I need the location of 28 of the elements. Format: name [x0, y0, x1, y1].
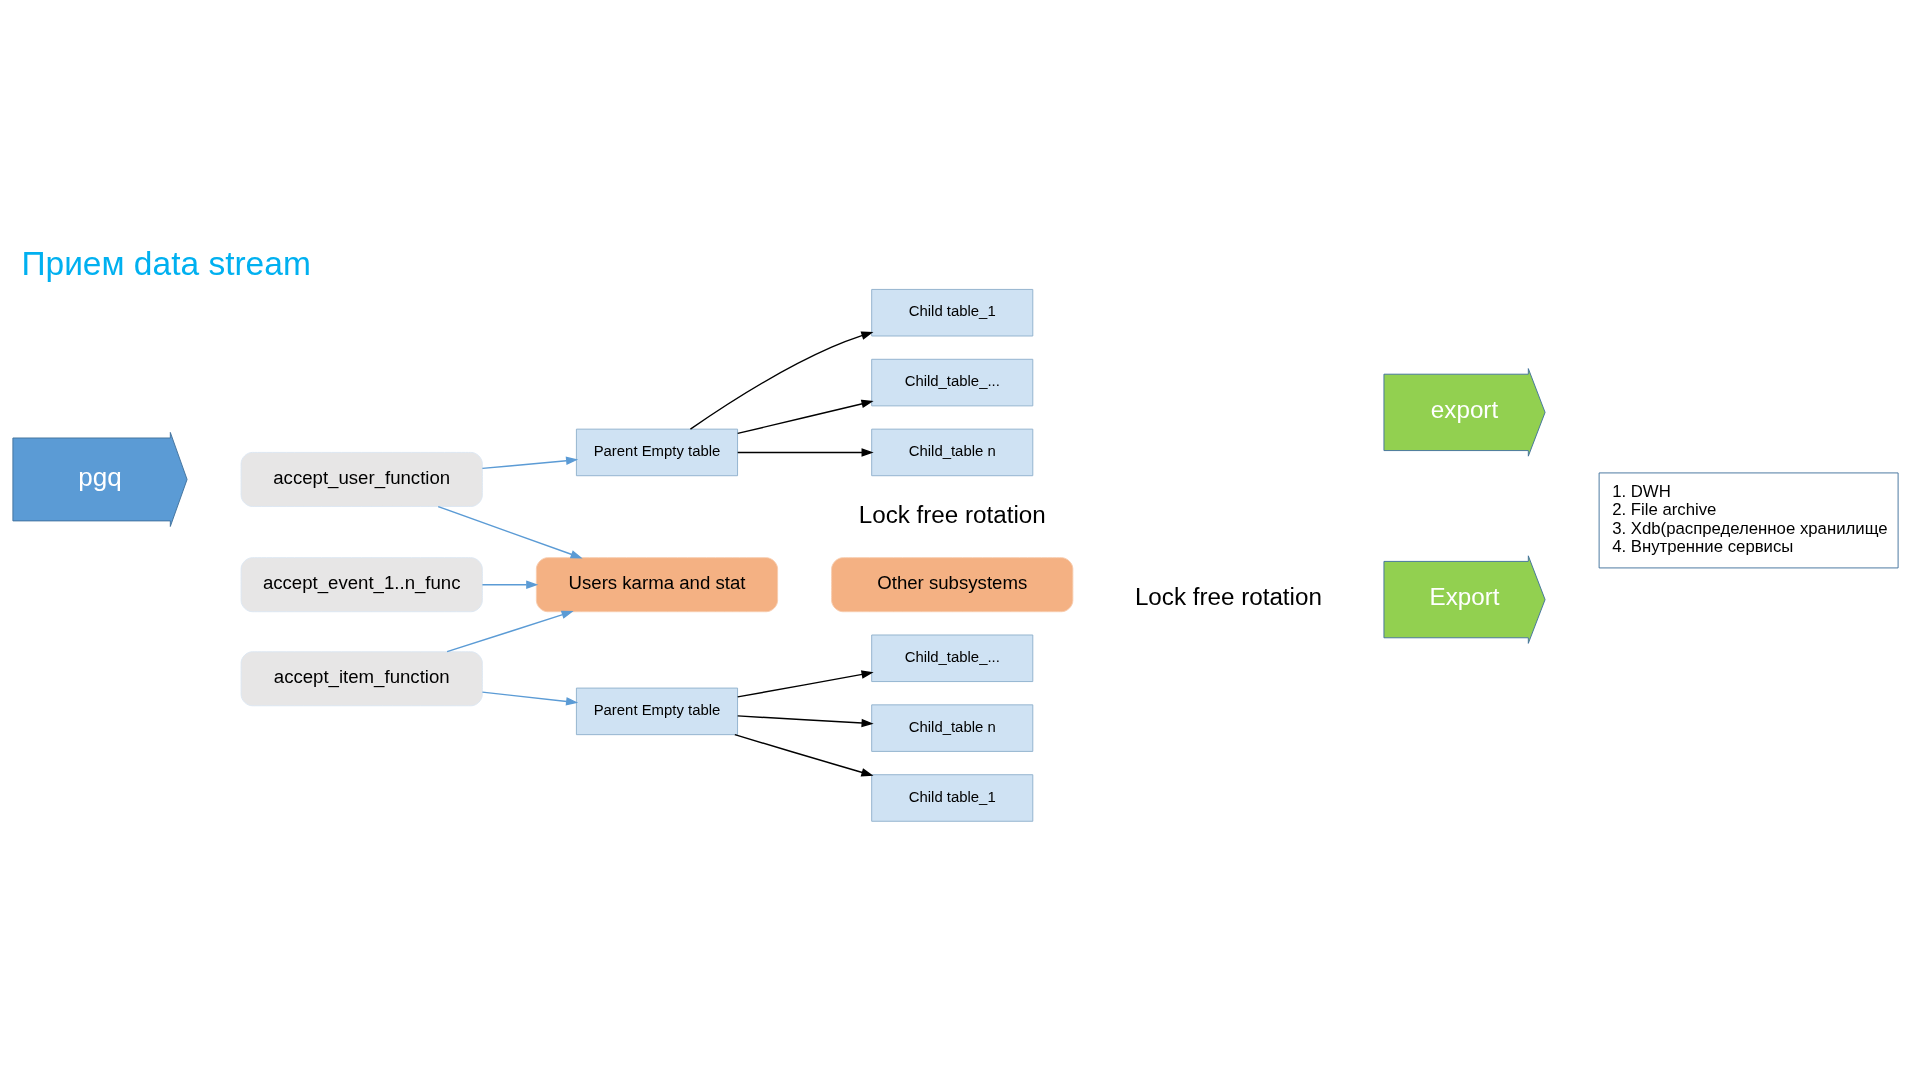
- arrow: [437, 505, 583, 559]
- node-box: accept_item_function: [240, 651, 483, 707]
- label: Lock free rotation: [1134, 583, 1322, 611]
- node-box: accept_user_function: [240, 451, 483, 507]
- arrow: [734, 733, 874, 777]
- node-box: Child_table n: [871, 704, 1034, 752]
- node-box: Child table_1: [871, 774, 1034, 822]
- node-box: Child_table_...: [871, 634, 1034, 683]
- arrow: [481, 691, 579, 706]
- diagram-title: Прием data stream: [21, 245, 311, 283]
- arrow: [481, 456, 579, 470]
- arrow: [737, 399, 874, 435]
- node-box: Parent Empty table: [575, 687, 738, 736]
- arrow: [481, 580, 539, 589]
- arrow: [737, 715, 874, 728]
- node-box: Child_table n: [871, 428, 1034, 477]
- arrow: [446, 610, 574, 653]
- node-box: Parent Empty table: [575, 428, 738, 477]
- node-box: Users karma and stat: [535, 557, 779, 613]
- arrow: [737, 670, 874, 698]
- node-box: 1. DWH 2. File archive 3. Xdb(распределенное хранилище 4. Внутренние сервисы: [1598, 472, 1899, 569]
- arrow: [737, 448, 874, 457]
- node-box: Child table_1: [871, 288, 1034, 337]
- node-box: Other subsystems: [831, 557, 1074, 613]
- label: Lock free rotation: [858, 500, 1046, 528]
- node-box: Child_table_...: [871, 358, 1034, 407]
- node-box: accept_event_1..n_func: [240, 557, 483, 613]
- arrow: [689, 331, 874, 430]
